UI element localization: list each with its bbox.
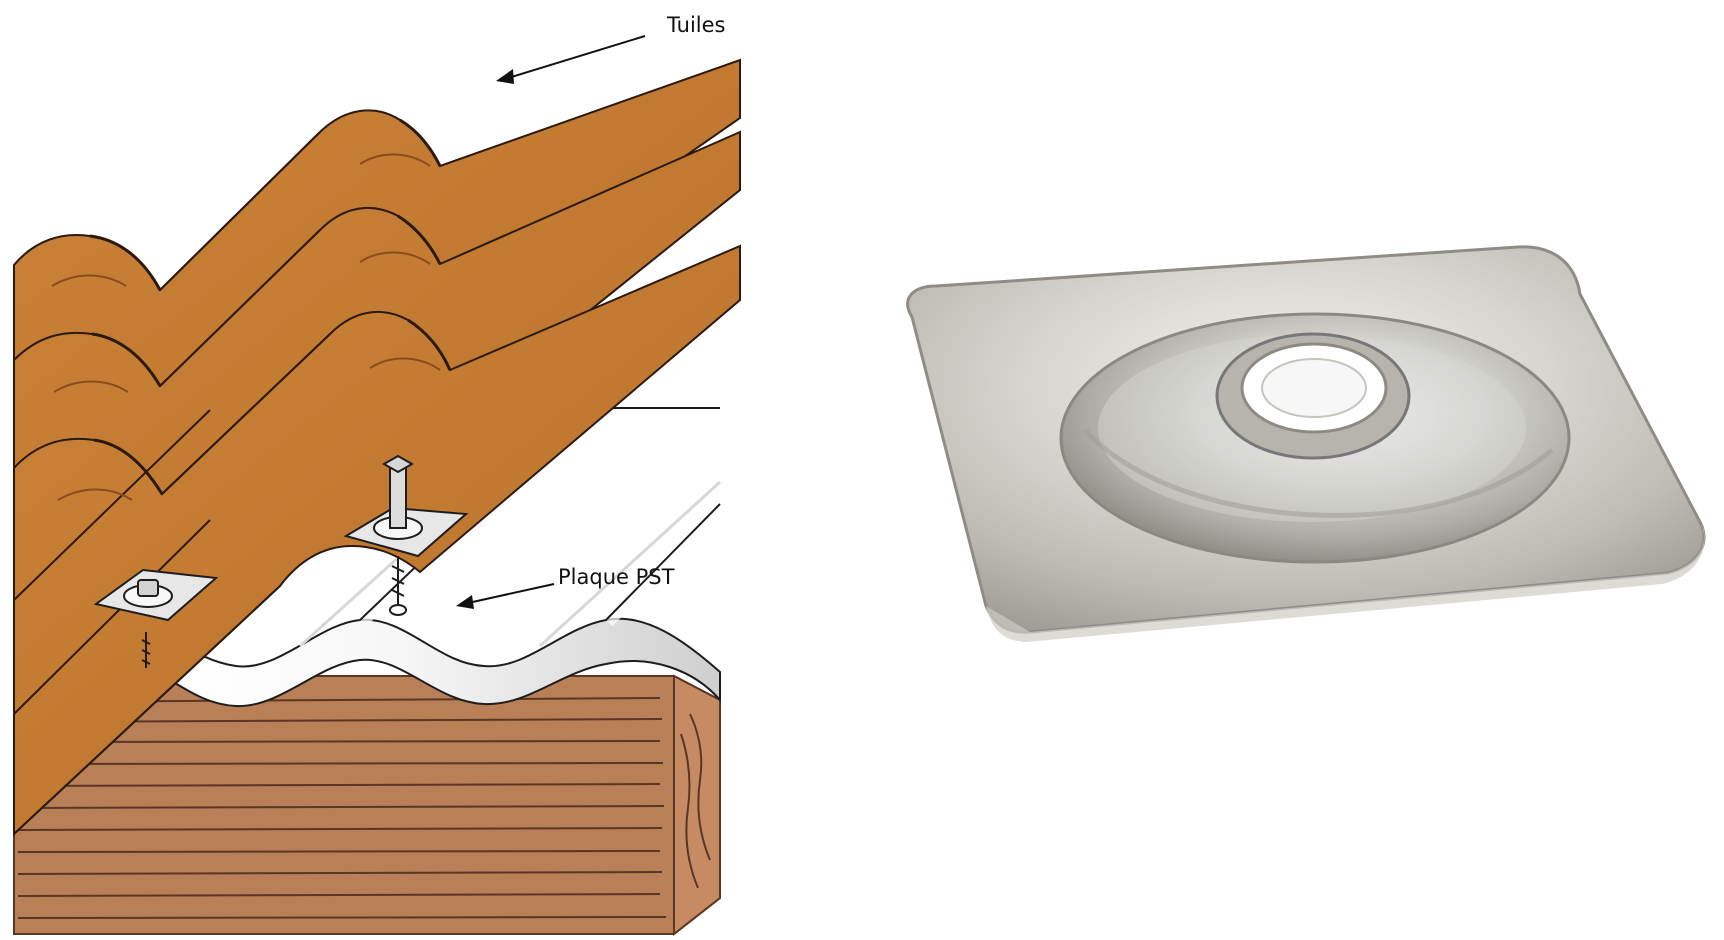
- screw-fastener-left: [93, 568, 219, 668]
- tiles-label: Tuiles: [666, 13, 725, 37]
- metal-plate-photo: [906, 245, 1706, 642]
- timber-beam: [13, 674, 721, 937]
- arrow-icon: [456, 35, 646, 609]
- plate-label: Plaque PST: [558, 565, 675, 589]
- roof-illustration: Tuiles Plaque PST: [13, 13, 741, 937]
- screw-fastener-right: [343, 454, 469, 616]
